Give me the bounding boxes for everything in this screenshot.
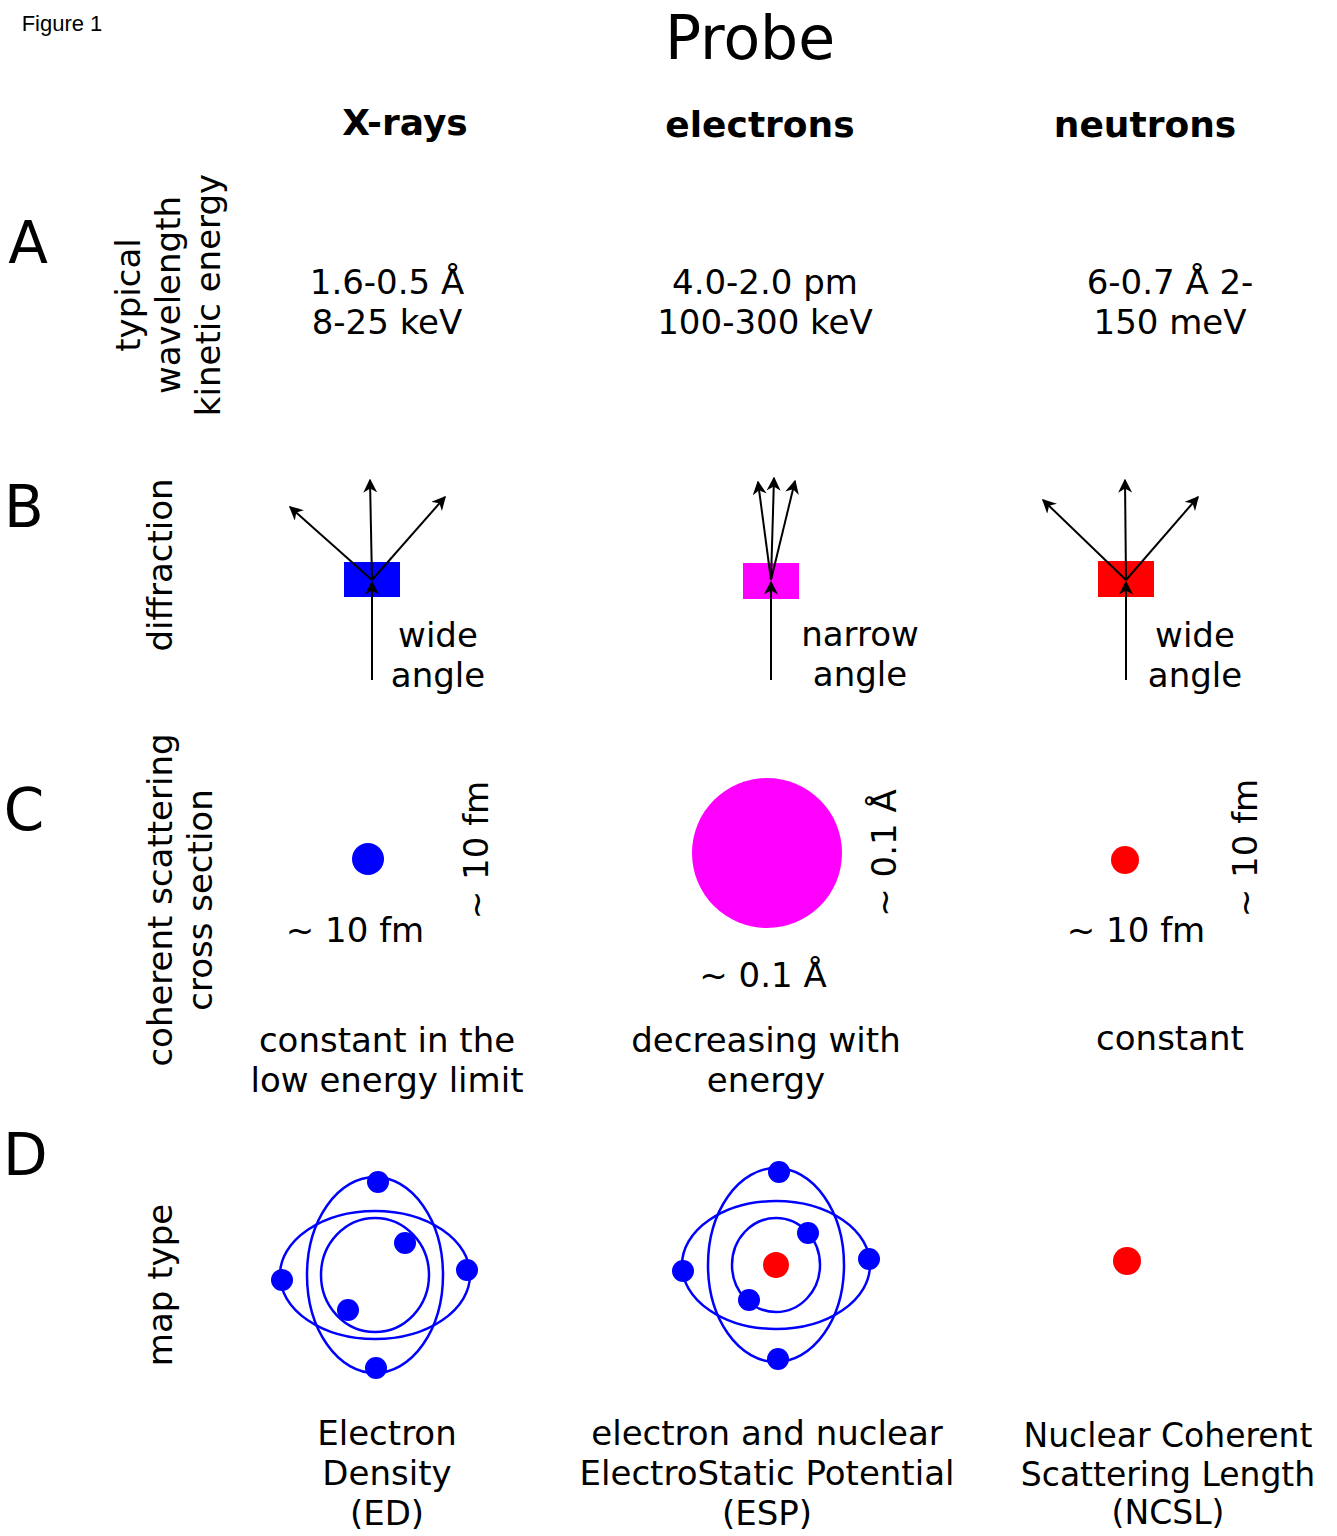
scatter-arrow [771, 478, 774, 580]
map-type-name: Electron Density (ED) [300, 1413, 475, 1533]
scatter-arrow [1125, 480, 1126, 580]
angle-label: wide angle [382, 615, 494, 695]
value-text: 6-0.7 Å 2-150 meV [1068, 262, 1273, 342]
incident-arrow [770, 582, 772, 680]
figure-number: Figure 1 [22, 11, 103, 37]
dimension: ~ 0.1 Å [699, 955, 826, 995]
dimension: ~ 10 fm [286, 910, 424, 950]
value-text: 1.6-0.5 Å 8-25 keV [300, 262, 475, 342]
electrostatic-potential-atom [672, 1161, 880, 1370]
column-header: X-rays [342, 102, 468, 144]
scatter-arrow [1043, 500, 1126, 580]
row-letter: A [8, 209, 48, 277]
row-letter: C [4, 776, 45, 844]
scatter-arrow [758, 482, 771, 580]
note-text: constant in the low energy limit [235, 1020, 540, 1100]
dimension: ~ 10 fm [1225, 779, 1265, 917]
map-type-name: electron and nuclear ElectroStatic Poten… [551, 1413, 983, 1533]
figure-title: Probe [665, 3, 835, 74]
scatter-arrow [370, 480, 372, 580]
row-label: typical wavelength kinetic energy [108, 161, 228, 429]
dimension: ~ 10 fm [1067, 910, 1205, 950]
note-text: decreasing with energy [620, 1020, 912, 1100]
angle-label: wide angle [1139, 615, 1251, 695]
cross-section-disc [352, 843, 384, 875]
map-type-name: Nuclear Coherent Scattering Length (NCSL… [1005, 1416, 1331, 1533]
note-text: constant [1096, 1018, 1244, 1058]
row-letter: B [4, 473, 44, 541]
column-header: electrons [665, 104, 854, 146]
row-letter: D [3, 1121, 48, 1189]
scatter-arrow [290, 507, 372, 580]
dimension: ~ 10 fm [456, 781, 496, 919]
cross-section-disc [1111, 846, 1139, 874]
row-label: coherent scattering cross section [140, 724, 220, 1076]
dimension: ~ 0.1 Å [864, 789, 904, 916]
scatter-arrow [372, 497, 445, 580]
row-label: diffraction [140, 478, 180, 651]
electron-density-atom [271, 1171, 478, 1379]
incident-arrow [1125, 582, 1127, 680]
value-text: 4.0-2.0 pm 100-300 keV [648, 262, 883, 342]
cross-section-disc [692, 778, 842, 928]
scatter-arrow [771, 481, 795, 580]
nucleus [1113, 1247, 1141, 1275]
scatter-arrow [1126, 497, 1198, 580]
angle-label: narrow angle [789, 614, 931, 694]
row-label: map type [140, 1204, 180, 1366]
nucleus [763, 1252, 789, 1278]
incident-arrow [371, 582, 373, 680]
column-header: neutrons [1054, 104, 1236, 146]
electron-diffraction [743, 478, 799, 680]
